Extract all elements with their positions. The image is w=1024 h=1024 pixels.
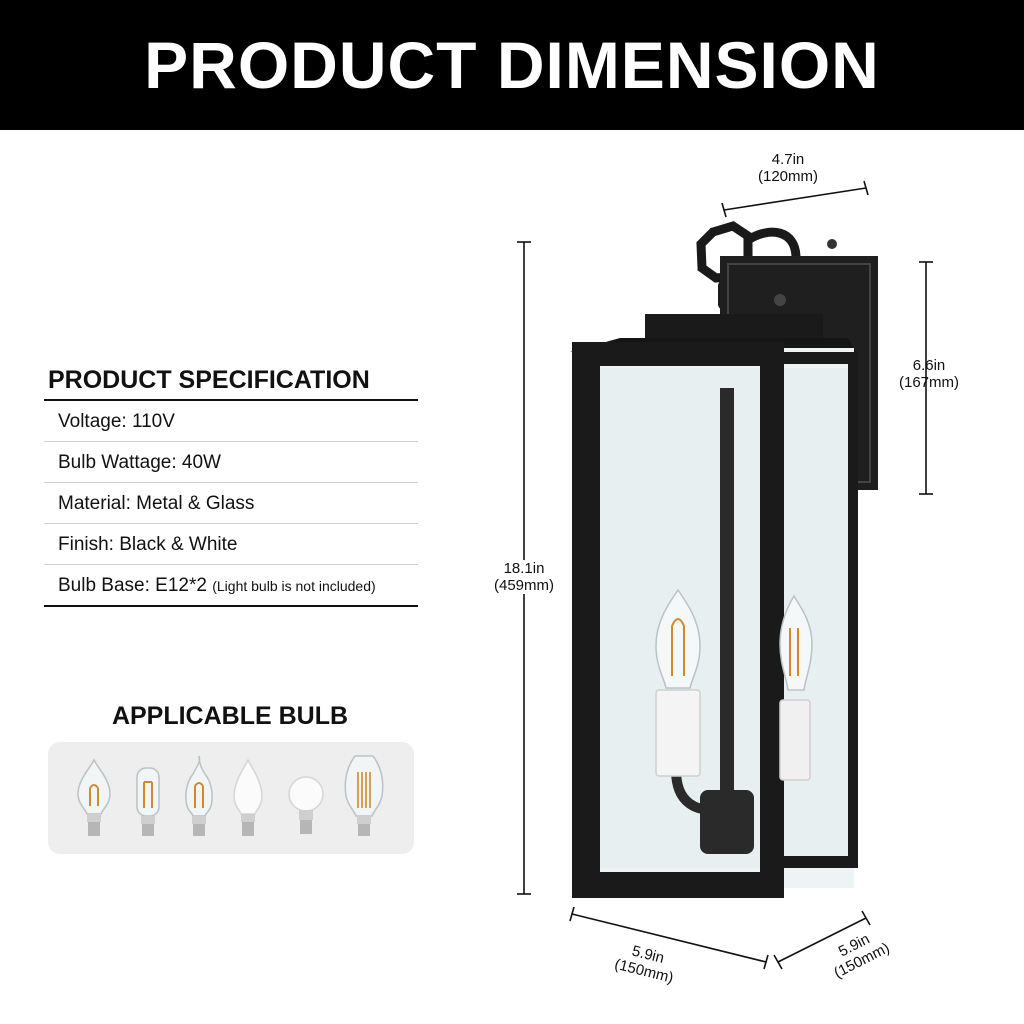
spec-row-bulb-base: Bulb Base: E12*2 (Light bulb is not incl… [44, 565, 418, 607]
page-title: PRODUCT DIMENSION [144, 28, 880, 102]
applicable-bulb-panel [48, 742, 414, 854]
applicable-bulb-title: APPLICABLE BULB [111, 702, 349, 730]
total-height-label: 18.1in (459mm) [478, 560, 570, 594]
bulb-not-included-note: (Light bulb is not included) [212, 578, 376, 594]
specification-table: PRODUCT SPECIFICATION Voltage: 110V Bulb… [44, 364, 418, 607]
top-width-line [723, 187, 867, 211]
backplate-height-label: 6.6in (167mm) [898, 357, 959, 391]
edison-bulb-icon [344, 755, 384, 836]
top-width-label: 4.7in (120mm) [757, 151, 818, 185]
spec-row-voltage: Voltage: 110V [44, 401, 418, 442]
side-depth-line [777, 917, 867, 963]
wall-lantern [570, 221, 878, 898]
specification-title: PRODUCT SPECIFICATION [44, 364, 418, 401]
globe-bulb-icon [288, 776, 324, 834]
tubular-bulb-icon [136, 767, 160, 836]
spec-row-wattage: Bulb Wattage: 40W [44, 442, 418, 483]
front-width-line [571, 913, 767, 963]
lantern-candle-sleeve [655, 689, 811, 781]
flame-tip-bulb-icon [185, 755, 213, 836]
spec-row-material: Material: Metal & Glass [44, 483, 418, 524]
title-banner: PRODUCT DIMENSION [0, 0, 1024, 130]
candle-bulb-icon [77, 758, 111, 836]
frosted-candle-bulb-icon [233, 758, 263, 836]
lantern-bulb-icon [655, 588, 813, 691]
spec-row-finish: Finish: Black & White [44, 524, 418, 565]
